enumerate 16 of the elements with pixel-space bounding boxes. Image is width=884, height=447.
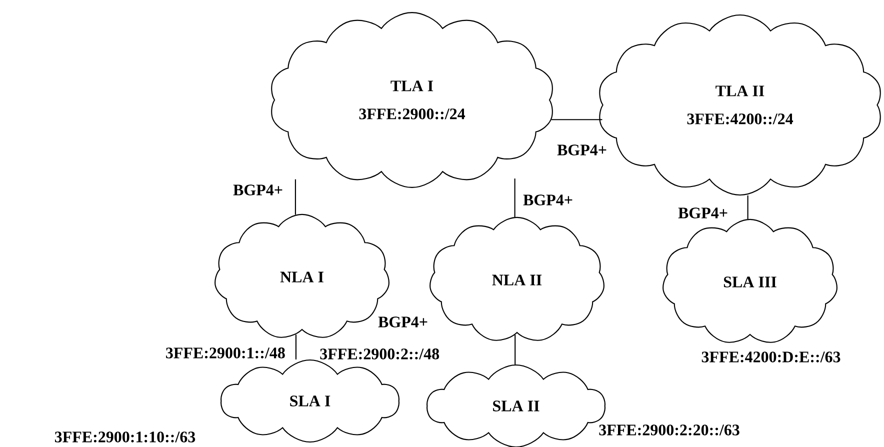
edge-label: BGP4+	[522, 193, 574, 207]
connector-line	[295, 334, 296, 360]
connector-line	[551, 119, 602, 120]
cloud: SLA I	[220, 359, 400, 443]
prefix-label: 3FFE:4200:D:E::/63	[702, 352, 840, 362]
prefix-label: 3FFE:2900:2:20::/63	[599, 424, 740, 436]
prefix-label: 3FFE:2900:1::/48	[166, 348, 285, 358]
connector-line	[514, 178, 516, 218]
prefix-label: 3FFE:2900:2::/48	[320, 348, 440, 360]
prefix-label: 3FFE:2900:1:10::/63	[54, 432, 196, 442]
protocol-label: BGP4+	[378, 316, 428, 328]
connector-line	[294, 179, 296, 215]
edge-label: BGP4+	[676, 206, 730, 220]
connector-line	[747, 195, 748, 220]
cloud: SLA III	[662, 218, 838, 343]
cloud: NLA II	[430, 216, 604, 341]
